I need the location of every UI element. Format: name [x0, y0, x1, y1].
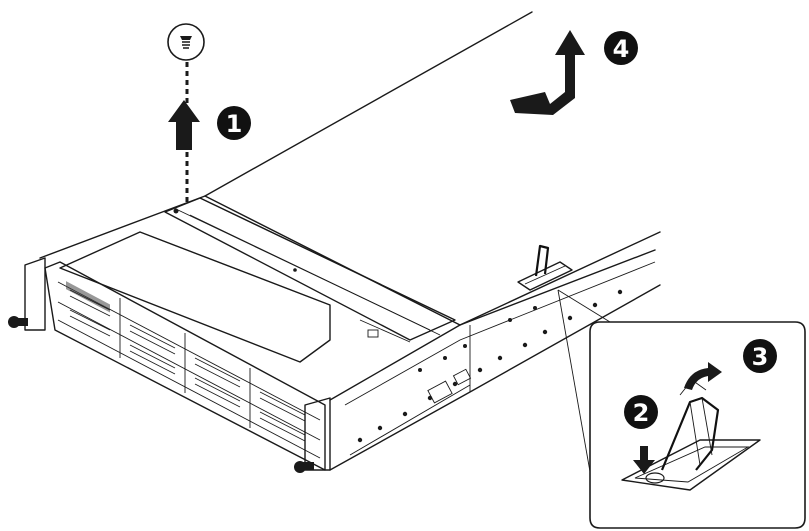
latch-detail-callout: 2 3: [557, 289, 806, 529]
server-chassis: [39, 11, 661, 471]
step-3-label: 3: [752, 343, 769, 371]
callout-box: [589, 321, 806, 529]
screw-icon: [167, 23, 205, 61]
arrow-up-icon: [168, 100, 200, 150]
arrow-down-icon: [633, 446, 655, 474]
step-arrow-icon: [510, 30, 585, 115]
step-4-badge: 4: [604, 31, 638, 65]
step-2-label: 2: [633, 399, 650, 427]
screw-removal-group: 1: [167, 23, 251, 205]
slide-lift-group: 4: [510, 30, 638, 115]
step-1-label: 1: [226, 110, 243, 138]
side-panel-holes: [357, 289, 623, 443]
cover-release-latch: [517, 244, 573, 291]
step-2-badge: 2: [624, 395, 658, 429]
right-rack-ear: [304, 397, 331, 471]
left-rack-ear: [24, 257, 46, 331]
cover-screw-hole: [173, 208, 179, 214]
top-cover-panel: [59, 231, 331, 363]
drive-bay-labels: [69, 289, 306, 442]
step-3-badge: 3: [743, 339, 777, 373]
step-1-badge: 1: [217, 106, 251, 140]
step-4-label: 4: [613, 35, 630, 63]
front-drive-bays: [8, 257, 331, 473]
rear-cover-section: [164, 197, 456, 343]
curved-arrow-icon: [684, 362, 722, 390]
